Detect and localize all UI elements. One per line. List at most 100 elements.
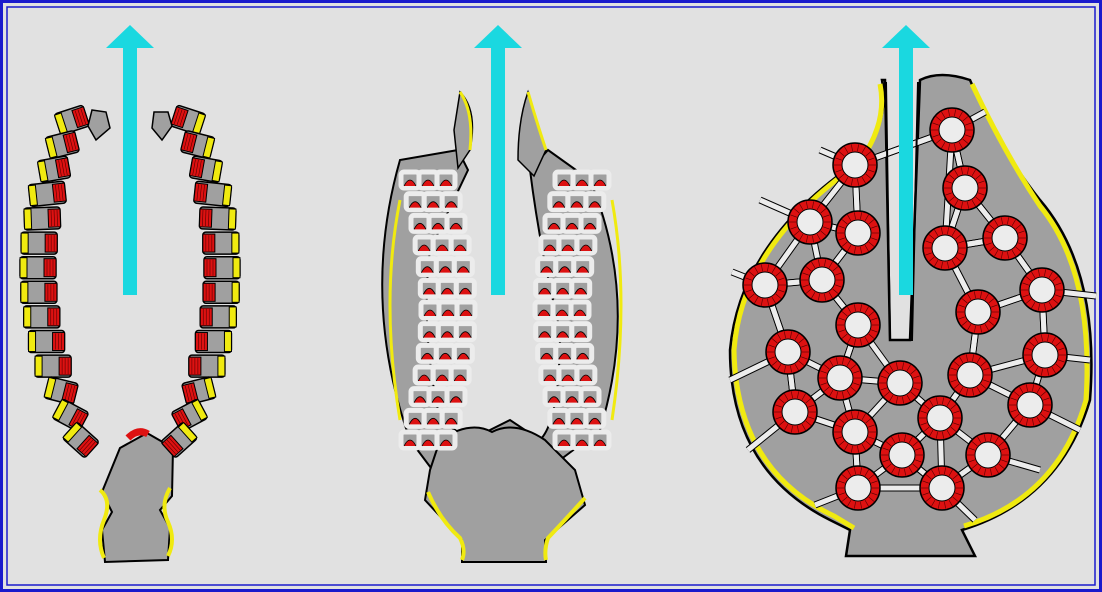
stage-2-cell bbox=[447, 215, 465, 231]
stage-2-cell bbox=[454, 345, 472, 361]
stage-2-cell bbox=[555, 432, 573, 448]
stage-1-cell bbox=[199, 207, 236, 230]
stage-2-cell bbox=[406, 410, 424, 426]
stage-2-cell bbox=[577, 237, 595, 253]
cell-epidermis bbox=[28, 185, 37, 206]
cell-epidermis bbox=[233, 258, 240, 278]
stage-2-cell bbox=[573, 172, 591, 188]
stage-2-cell bbox=[436, 259, 454, 275]
stage-2-cell bbox=[401, 172, 419, 188]
stage-1-cell bbox=[21, 232, 57, 254]
stage-3-chamber bbox=[743, 263, 787, 307]
cell-epidermis bbox=[224, 332, 231, 352]
stage-2-cell bbox=[433, 367, 451, 383]
chamber-core bbox=[809, 267, 835, 293]
stage-2-cell bbox=[541, 367, 559, 383]
chamber-core bbox=[752, 272, 778, 298]
stage-2-cell bbox=[454, 259, 472, 275]
stage-2-cell bbox=[419, 432, 437, 448]
cell-epidermis bbox=[223, 185, 232, 206]
chamber-core bbox=[927, 405, 953, 431]
stage-3-chamber bbox=[948, 353, 992, 397]
stage-3-chamber bbox=[833, 143, 877, 187]
stage-2-cell bbox=[586, 410, 604, 426]
chamber-core bbox=[957, 362, 983, 388]
stage-3-chamber bbox=[920, 466, 964, 510]
stage-2-cell bbox=[424, 410, 442, 426]
stage-2-cell bbox=[442, 194, 460, 210]
stage-2-cell bbox=[577, 367, 595, 383]
stage-2-cell bbox=[401, 432, 419, 448]
chamber-core bbox=[992, 225, 1018, 251]
stage-1-cell bbox=[24, 306, 60, 328]
stage-1-cell bbox=[189, 355, 225, 377]
stage-2-cell bbox=[438, 324, 456, 340]
stage-3-chamber bbox=[773, 390, 817, 434]
stage-2-cell bbox=[420, 324, 438, 340]
chamber-core bbox=[1017, 392, 1043, 418]
stage-1-cell bbox=[29, 331, 65, 353]
stage-2-cell bbox=[574, 259, 592, 275]
cell-epidermis bbox=[218, 356, 225, 376]
stage-2-cell bbox=[536, 280, 554, 296]
stage-2-cell bbox=[418, 345, 436, 361]
chamber-core bbox=[845, 475, 871, 501]
stage-2-cell bbox=[556, 345, 574, 361]
stage-3-chamber bbox=[800, 258, 844, 302]
stage-2-cell bbox=[437, 172, 455, 188]
arrow-shaft bbox=[123, 48, 137, 295]
stage-3-chamber bbox=[836, 211, 880, 255]
chamber-core bbox=[1032, 342, 1058, 368]
stage-1-cell bbox=[24, 207, 61, 230]
chamber-core bbox=[782, 399, 808, 425]
stage-3-chamber bbox=[1023, 333, 1067, 377]
cell-epidermis bbox=[20, 258, 27, 278]
chamber-core bbox=[932, 235, 958, 261]
stage-2-cell bbox=[415, 237, 433, 253]
stage-2-cell bbox=[581, 389, 599, 405]
stage-2-cell bbox=[555, 172, 573, 188]
stage-3-chamber bbox=[966, 433, 1010, 477]
stage-2-cell bbox=[538, 259, 556, 275]
stage-3-chamber bbox=[880, 433, 924, 477]
stage-3-chamber bbox=[833, 410, 877, 454]
cell-epidermis bbox=[229, 307, 236, 327]
stage-3-chamber bbox=[836, 466, 880, 510]
stage-2-cell bbox=[563, 215, 581, 231]
stage-3-chamber bbox=[918, 396, 962, 440]
stage-3-chamber bbox=[943, 166, 987, 210]
stage-3-chamber bbox=[766, 330, 810, 374]
stage-2-cell bbox=[419, 172, 437, 188]
stage-2-cell bbox=[421, 302, 439, 318]
cell-epidermis bbox=[21, 233, 28, 253]
stage-1-cell bbox=[189, 156, 222, 183]
cell-epidermis bbox=[232, 282, 239, 302]
stage-2-cell bbox=[563, 389, 581, 405]
chamber-core bbox=[952, 175, 978, 201]
chamber-core bbox=[887, 370, 913, 396]
stage-2-cell bbox=[424, 194, 442, 210]
stage-2-cell bbox=[418, 259, 436, 275]
cell-epidermis bbox=[24, 307, 31, 327]
stage-2-cell bbox=[447, 389, 465, 405]
chamber-core bbox=[939, 117, 965, 143]
cell-epidermis bbox=[29, 332, 36, 352]
stage-1-cell bbox=[204, 257, 240, 279]
stage-1-cell bbox=[20, 257, 56, 279]
stage-2-cell bbox=[538, 345, 556, 361]
stage-2-cell bbox=[581, 215, 599, 231]
stage-2-cell bbox=[420, 280, 438, 296]
stage-2-cell bbox=[571, 302, 589, 318]
stage-2-cell bbox=[545, 215, 563, 231]
chamber-core bbox=[797, 209, 823, 235]
stage-3-chamber bbox=[1020, 268, 1064, 312]
chamber-core bbox=[965, 299, 991, 325]
stage-1-cell bbox=[195, 331, 231, 353]
stage-2-cell bbox=[451, 237, 469, 253]
stage-2-cell bbox=[568, 410, 586, 426]
stage-2-cell bbox=[411, 215, 429, 231]
arrow-shaft bbox=[899, 48, 913, 295]
stage-2-cell bbox=[559, 237, 577, 253]
stage-2-cell bbox=[442, 410, 460, 426]
